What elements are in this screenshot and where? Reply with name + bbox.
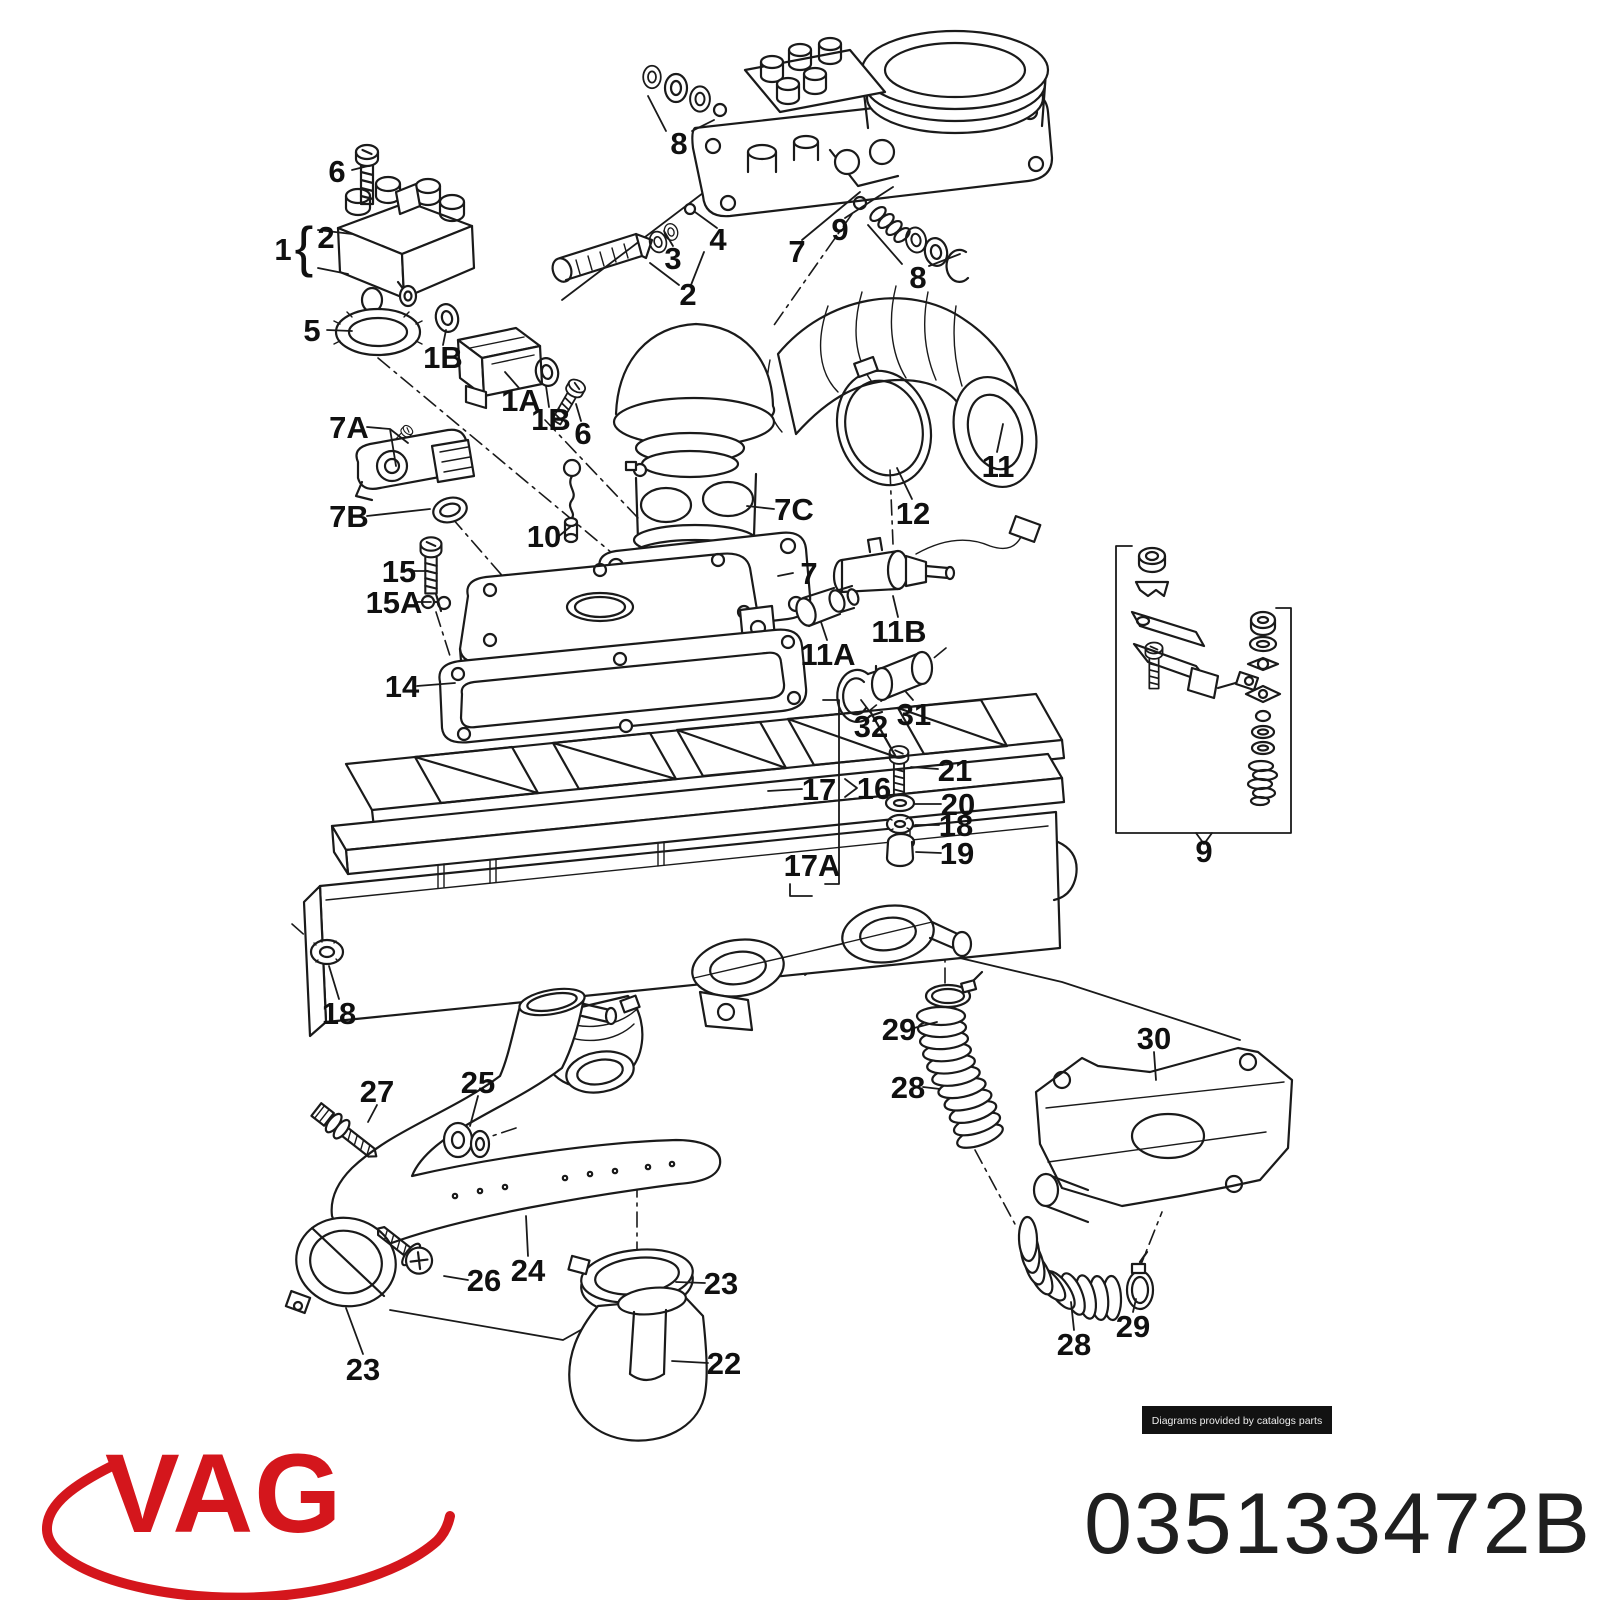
callout-4: 4: [709, 222, 727, 257]
callout-1b-b: 1B: [531, 402, 571, 437]
callout-15a: 15A: [366, 585, 423, 620]
part-seal-5: [333, 307, 423, 357]
part-lower-housing-17a: [302, 810, 1078, 1094]
part-screw-27: [310, 1102, 378, 1158]
part-screw-26: [376, 1226, 434, 1275]
watermark-badge-box: [1142, 1406, 1332, 1434]
vag-swoosh: [42, 1461, 455, 1600]
callout-1: 1: [274, 232, 291, 267]
callout-18-right: 18: [939, 808, 973, 843]
vag-logo-text: VAG: [105, 1431, 342, 1556]
callout-19: 19: [940, 836, 974, 871]
callout-8-right: 8: [909, 260, 926, 295]
callout-23-left: 23: [346, 1352, 380, 1387]
callout-9-top: 9: [831, 212, 848, 247]
callout-11b: 11B: [871, 614, 926, 649]
callout-11: 11: [982, 449, 1015, 484]
callout-5: 5: [303, 313, 320, 348]
part-hose-28-lower: [1017, 1215, 1123, 1322]
callout-27: 27: [360, 1074, 394, 1109]
washer-20: [884, 793, 916, 813]
cap-19: [885, 832, 916, 868]
callout-7c: 7C: [774, 492, 814, 527]
callout-24: 24: [511, 1253, 546, 1288]
callout-7a: 7A: [329, 410, 369, 445]
part-grommet-18-left: [309, 938, 345, 966]
callout-brace: {: [295, 215, 314, 278]
callout-17a: 17A: [784, 848, 841, 883]
part-control-unit-1a: [456, 326, 544, 410]
seal-7b: [432, 496, 468, 524]
callout-7-mid: 7: [800, 556, 817, 591]
callout-6: 6: [328, 154, 345, 189]
callout-12: 12: [896, 496, 930, 531]
callout-16: 16: [857, 771, 891, 806]
callout-21: 21: [938, 753, 972, 788]
part-hose-28-upper: [915, 1005, 1004, 1149]
callout-25: 25: [461, 1065, 495, 1100]
callout-2: 2: [317, 220, 334, 255]
part-clamp-12: [835, 355, 933, 487]
callout-29-upper: 29: [882, 1012, 916, 1047]
part-fuel-distributor: [336, 175, 476, 314]
callout-14: 14: [385, 669, 420, 704]
callout-7-top: 7: [788, 234, 805, 269]
part-filter-element-17: [330, 752, 1066, 876]
vag-logo: VAG: [42, 1431, 455, 1600]
callout-28-lower: 28: [1057, 1327, 1091, 1362]
part-seals-8-right: [852, 195, 970, 283]
callout-22: 22: [707, 1346, 741, 1381]
callout-11a: 11A: [800, 637, 855, 672]
callout-9-bracket: 9: [1195, 834, 1212, 869]
callout-26: 26: [467, 1263, 501, 1298]
part-gasket-14: [438, 628, 808, 744]
grommet-18-right: [885, 813, 915, 835]
watermark-badge: Diagrams provided by catalogs parts: [1142, 1406, 1332, 1434]
clip-15a: [420, 592, 452, 613]
watermark-text: Diagrams provided by catalogs parts: [1152, 1415, 1322, 1427]
part-valve-11b: [832, 514, 1042, 594]
callout-29-lower: 29: [1116, 1309, 1150, 1344]
callout-30: 30: [1137, 1021, 1171, 1056]
part-upper-housing-tray: [344, 692, 1066, 830]
part-air-cleaner-dome: [612, 322, 776, 479]
callout-15: 15: [382, 554, 416, 589]
part-clamp-29-upper: [924, 970, 984, 1009]
callout-18-left: 18: [322, 996, 356, 1031]
callout-1a: 1A: [501, 383, 541, 418]
part-grommet-25: [442, 1121, 491, 1159]
callout-10: 10: [527, 519, 561, 554]
part-number: 035133472B: [1084, 1476, 1592, 1572]
callout-28-upper: 28: [891, 1070, 925, 1105]
part-heat-shield-30: [1032, 1046, 1294, 1224]
callout-31: 31: [897, 697, 931, 732]
callout-20: 20: [941, 787, 975, 822]
part-pin-10: [562, 458, 582, 544]
callout-6b: 6: [574, 416, 591, 451]
part-clamp-23-left: [284, 1216, 397, 1315]
callout-1b-a: 1B: [423, 340, 463, 375]
part-seals-8-left: [642, 64, 728, 132]
washer-1b-a: [431, 300, 463, 336]
bolt-15: [419, 536, 443, 595]
callout-23-right: 23: [704, 1266, 738, 1301]
part-throttle-body: [691, 29, 1054, 218]
callout-2b: 2: [679, 277, 696, 312]
callout-8-left: 8: [670, 126, 687, 161]
callout-leader-lines: [317, 165, 1157, 1364]
part-filter-31: [870, 650, 934, 702]
part-plug-11a: [795, 584, 860, 628]
part-foam-elbow-22: [568, 1286, 708, 1442]
callout-17: 17: [802, 772, 836, 807]
part-bracket-assembly-9: [1115, 545, 1292, 845]
callout-32: 32: [854, 709, 888, 744]
callout-3: 3: [664, 241, 681, 276]
part-adjusting-screw: [551, 202, 697, 283]
callout-7b: 7B: [329, 499, 369, 534]
diagram-artwork: [284, 29, 1294, 1442]
part-clamp-29-lower: [1125, 1250, 1155, 1311]
callout-labels: 6 1 { 2 5 1B 1A 1B 6 7A 7B 10 15 15A 14 …: [274, 126, 1212, 1387]
part-sensor-7a: [354, 423, 476, 502]
